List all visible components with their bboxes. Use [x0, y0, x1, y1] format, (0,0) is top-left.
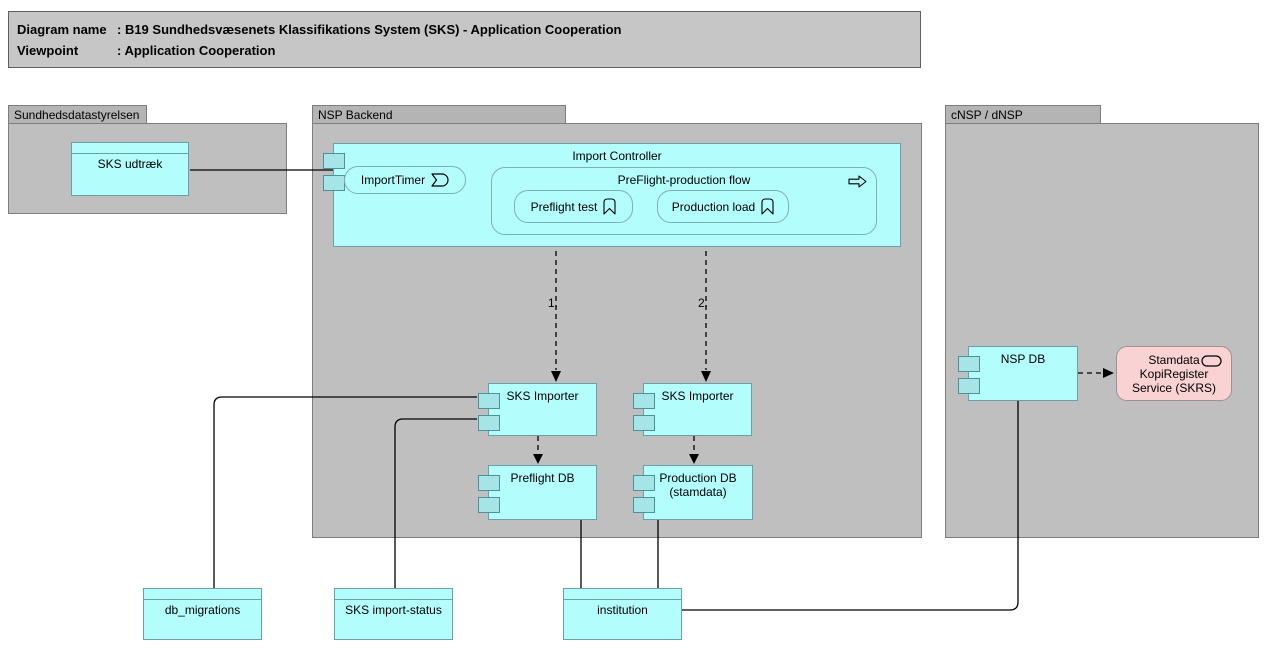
node-label: SKS import-status	[345, 603, 442, 617]
component-tab-icon	[633, 415, 655, 431]
data-object-band	[564, 589, 681, 600]
node-label-line: KopiRegister	[1139, 367, 1209, 381]
node-nsp-db[interactable]: NSP DB	[958, 346, 1078, 401]
component-tab-icon	[478, 497, 500, 513]
node-label: PreFlight-production flow	[617, 173, 751, 187]
diagram-name-row: Diagram name : B19 Sundhedsvæsenets Klas…	[17, 19, 912, 40]
node-sks-importer-2[interactable]: SKS Importer	[633, 383, 752, 436]
application-function-icon	[603, 198, 616, 215]
viewpoint-row: Viewpoint : Application Cooperation	[17, 40, 912, 61]
node-label: SKS Importer	[506, 389, 579, 403]
component-tab-icon	[478, 393, 500, 409]
component-tab-icon	[958, 356, 980, 372]
group-tab-sundhedsdatastyrelsen[interactable]: Sundhedsdatastyrelsen	[8, 105, 147, 124]
diagram-title-box: Diagram name : B19 Sundhedsvæsenets Klas…	[8, 11, 921, 68]
node-production-db[interactable]: Production DB (stamdata)	[633, 465, 753, 520]
node-sks-udtraek[interactable]: SKS udtræk	[71, 142, 189, 196]
node-label: Production DB (stamdata)	[644, 466, 752, 499]
node-sks-import-status[interactable]: SKS import-status	[334, 588, 453, 640]
application-event-icon	[431, 173, 449, 187]
node-production-load[interactable]: Production load	[657, 190, 789, 223]
node-db-migrations[interactable]: db_migrations	[143, 588, 262, 640]
component-tab-icon	[633, 497, 655, 513]
group-tab-cnsp-dnsp[interactable]: cNSP / dNSP	[945, 105, 1101, 124]
node-preflight-test[interactable]: Preflight test	[514, 190, 633, 223]
component-tab-icon	[323, 175, 345, 191]
node-sks-importer-1[interactable]: SKS Importer	[478, 383, 597, 436]
group-body-cnsp-dnsp[interactable]	[945, 123, 1259, 538]
node-institution[interactable]: institution	[563, 588, 682, 640]
data-object-band	[144, 589, 261, 600]
application-process-icon	[848, 175, 867, 188]
node-label-line: Stamdata	[1148, 353, 1200, 367]
node-label: Production load	[671, 199, 756, 214]
node-label: db_migrations	[164, 603, 241, 617]
data-object-band	[335, 589, 452, 600]
viewpoint-value: : Application Cooperation	[117, 43, 276, 58]
group-tab-nsp-backend[interactable]: NSP Backend	[312, 105, 566, 124]
node-label: NSP DB	[1000, 352, 1046, 366]
component-tab-icon	[478, 475, 500, 491]
flow-label-1: 1.	[548, 296, 559, 310]
node-label: Preflight DB	[510, 471, 575, 485]
node-stamdata-kopiregister-service[interactable]: Stamdata KopiRegister Service (SKRS)	[1116, 346, 1232, 401]
flow-label-2: 2.	[698, 296, 709, 310]
component-tab-icon	[478, 415, 500, 431]
node-label: ImportTimer	[360, 173, 426, 187]
node-label-line: (stamdata)	[669, 485, 727, 499]
node-label: SKS udtræk	[97, 157, 163, 171]
node-label-line: Production DB	[659, 471, 737, 485]
component-tab-icon	[323, 153, 345, 169]
node-label: Import Controller	[572, 149, 662, 163]
application-function-icon	[761, 198, 774, 215]
node-label: SKS Importer	[661, 389, 734, 403]
node-label: institution	[597, 603, 648, 617]
node-label-line: Service (SKRS)	[1131, 381, 1217, 395]
diagram-name-label: Diagram name	[17, 22, 107, 37]
node-import-timer[interactable]: ImportTimer	[344, 166, 466, 194]
node-import-controller[interactable]: Import Controller	[323, 143, 901, 247]
viewpoint-label: Viewpoint	[17, 43, 79, 58]
node-preflight-production-flow[interactable]: PreFlight-production flow	[491, 167, 877, 235]
application-service-icon	[1201, 355, 1222, 367]
node-preflight-db[interactable]: Preflight DB	[478, 465, 597, 520]
node-label: Preflight test	[530, 199, 598, 214]
component-tab-icon	[633, 475, 655, 491]
data-object-band	[72, 143, 188, 154]
component-tab-icon	[633, 393, 655, 409]
diagram-name-value: : B19 Sundhedsvæsenets Klassifikations S…	[117, 22, 622, 37]
component-tab-icon	[958, 378, 980, 394]
